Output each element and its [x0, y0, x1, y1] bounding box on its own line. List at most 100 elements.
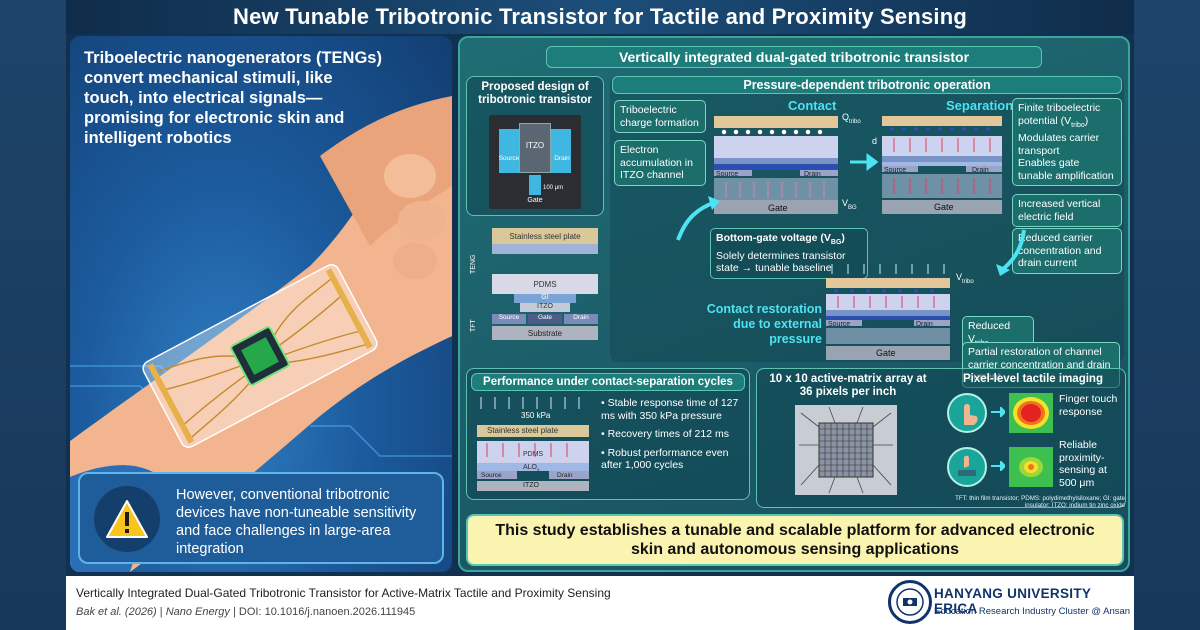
device-stack: Stainless steel plate TENG PDMS GI ITZO …: [470, 224, 600, 366]
finger-touch-icon: [947, 393, 987, 433]
citation-doi: DOI: 10.1016/j.nanoen.2026.111945: [238, 606, 416, 618]
seal-emblem-icon: [896, 588, 924, 616]
proximity-icon: [947, 447, 987, 487]
conclusion-text: This study establishes a tunable and sca…: [495, 522, 1095, 558]
section-header: Vertically integrated dual-gated tribotr…: [546, 46, 1042, 68]
drain-pad: [547, 129, 571, 173]
warning-triangle-icon: [106, 500, 148, 538]
contact-gate-label: Gate: [768, 203, 788, 213]
imaging-title: Pixel-level tactile imaging: [963, 373, 1103, 385]
separation-heading: Separation: [946, 98, 1014, 113]
design-title: Proposed design of tribotronic transisto…: [478, 81, 592, 106]
proximity-heatmap-image: [1009, 447, 1053, 487]
left-margin: [0, 0, 66, 630]
restored-v-label: Vtribo: [956, 272, 974, 285]
separation-source-label: Source: [884, 167, 907, 174]
perf-source-label: Source: [481, 472, 502, 479]
array-title: 10 x 10 active-matrix array at 36 pixels…: [769, 373, 927, 398]
design-panel: Proposed design of tribotronic transisto…: [466, 76, 604, 216]
warning-badge: [94, 486, 160, 552]
conclusion-box: This study establishes a tunable and sca…: [466, 514, 1124, 566]
performance-item-3: Robust performance even after 1,000 cycl…: [601, 446, 729, 472]
performance-stack-diagram: [477, 397, 589, 491]
pressure-label: 350 kPa: [521, 411, 551, 420]
contact-heading: Contact: [788, 98, 837, 113]
separation-gate-label: Gate: [934, 202, 954, 212]
citation-journal: Nano Energy: [165, 606, 230, 618]
touch-arrow-icon: [991, 407, 1005, 417]
performance-title: Performance under contact-separation cyc…: [471, 373, 745, 391]
itzo-channel: [519, 123, 551, 173]
contact-q-label: Qtribo: [842, 112, 861, 125]
left-panel: Triboelectric nanogenerators (TENGs) con…: [70, 36, 452, 572]
tft-label: TFT: [470, 319, 477, 332]
steel-plate: Stainless steel plate: [492, 228, 598, 244]
finger-icon: [964, 404, 978, 425]
v-subscript: tribo: [962, 278, 974, 285]
separation-device-diagram: [882, 116, 1002, 214]
modulates-text: Modulates carrier transport: [1018, 132, 1100, 157]
scale-bar-label: 100 μm: [543, 185, 564, 191]
q-symbol: Q: [842, 112, 850, 122]
reduced-v-text: Reduced V: [968, 320, 1011, 345]
reduced-carrier-note: Reduced carrier concentration and drain …: [1012, 228, 1122, 274]
restored-drain-label: Drain: [916, 321, 933, 328]
footer: Vertically Integrated Dual-Gated Tribotr…: [66, 576, 1134, 630]
contact-source-label: Source: [716, 171, 739, 178]
finite-end: ): [1084, 114, 1089, 127]
micrograph: ITZO Source Drain 100 μm Gate: [489, 115, 581, 209]
finger-touch-label: Finger touch response: [1059, 393, 1118, 418]
q-subscript: tribo: [849, 118, 861, 125]
bottom-gate-end: ): [841, 232, 845, 244]
perf-alox-label: ALOx: [523, 464, 540, 473]
restoration-label: Contact restoration due to external pres…: [706, 302, 822, 346]
hover-finger-icon: [958, 455, 976, 476]
contact-vbg-label: VBG: [842, 198, 857, 211]
proximity-label: Reliable proximity-sensing at 500 μm: [1059, 439, 1107, 489]
university-cluster: Education Research Industry Cluster @ An…: [934, 606, 1131, 617]
restored-source-label: Source: [828, 321, 851, 328]
restored-gate-label: Gate: [876, 348, 896, 358]
university-seal-icon: [888, 580, 932, 624]
drain-label: Drain: [554, 155, 570, 162]
solely-text: Solely determines transistor state → tun…: [716, 249, 846, 275]
pdms-layer: PDMS: [492, 274, 598, 294]
vbg-subscript: BG: [848, 204, 857, 211]
gi-layer: GI: [514, 294, 576, 303]
right-panel: Vertically integrated dual-gated tribotr…: [458, 36, 1130, 572]
operation-title: Pressure-dependent tribotronic operation: [612, 76, 1122, 94]
bottom-gate-note: Bottom-gate voltage (VBG) Solely determi…: [710, 228, 868, 279]
v-symbol: V: [956, 272, 963, 282]
restored-device-diagram: [826, 264, 950, 360]
right-margin: [1134, 0, 1200, 630]
charge-formation-note: Triboelectric charge formation: [614, 100, 706, 133]
finite-text: Finite triboelectric potential (V: [1018, 102, 1101, 127]
separation-to-restore-arrow: [996, 229, 1026, 276]
separation-drain-label: Drain: [972, 167, 989, 174]
teng-layer: [492, 244, 598, 254]
citation-separator-2: |: [232, 606, 239, 618]
active-matrix-array-image: [795, 405, 897, 495]
baseline-curved-arrow: [676, 196, 720, 241]
citation-authors: Bak et al. (2026): [76, 606, 157, 618]
contact-device-diagram: [714, 116, 838, 214]
touch-heatmap-image: [1009, 393, 1053, 433]
bottom-gate-sub: BG: [830, 239, 842, 247]
performance-item: • Recovery times of 212 ms: [601, 428, 729, 440]
perf-pdms-label: PDMS: [523, 451, 544, 458]
perf-steel-label: Stainless steel plate: [487, 426, 559, 435]
finite-sub: tribo: [1071, 121, 1085, 129]
abbreviation-footnote: TFT: thin film transistor; PDMS: polydim…: [955, 495, 1125, 509]
citation-title: Vertically Integrated Dual-Gated Tribotr…: [76, 586, 611, 600]
enables-text: Enables gate tunable amplification: [1018, 157, 1114, 182]
alox-text: ALO: [523, 464, 538, 471]
perf-drain-label: Drain: [557, 472, 573, 479]
performance-item-1: Stable response time of 127 ms with 350 …: [601, 397, 739, 422]
proximity-arrow-icon: [991, 461, 1005, 471]
warning-text: However, conventional tribotronic device…: [176, 487, 417, 557]
contact-drain-label: Drain: [804, 171, 821, 178]
substrate-layer: Substrate: [492, 326, 598, 340]
separation-d-label: d: [872, 136, 878, 146]
array-imaging-panel: 10 x 10 active-matrix array at 36 pixels…: [756, 368, 1126, 509]
itzo-layer: ITZO: [520, 303, 570, 312]
